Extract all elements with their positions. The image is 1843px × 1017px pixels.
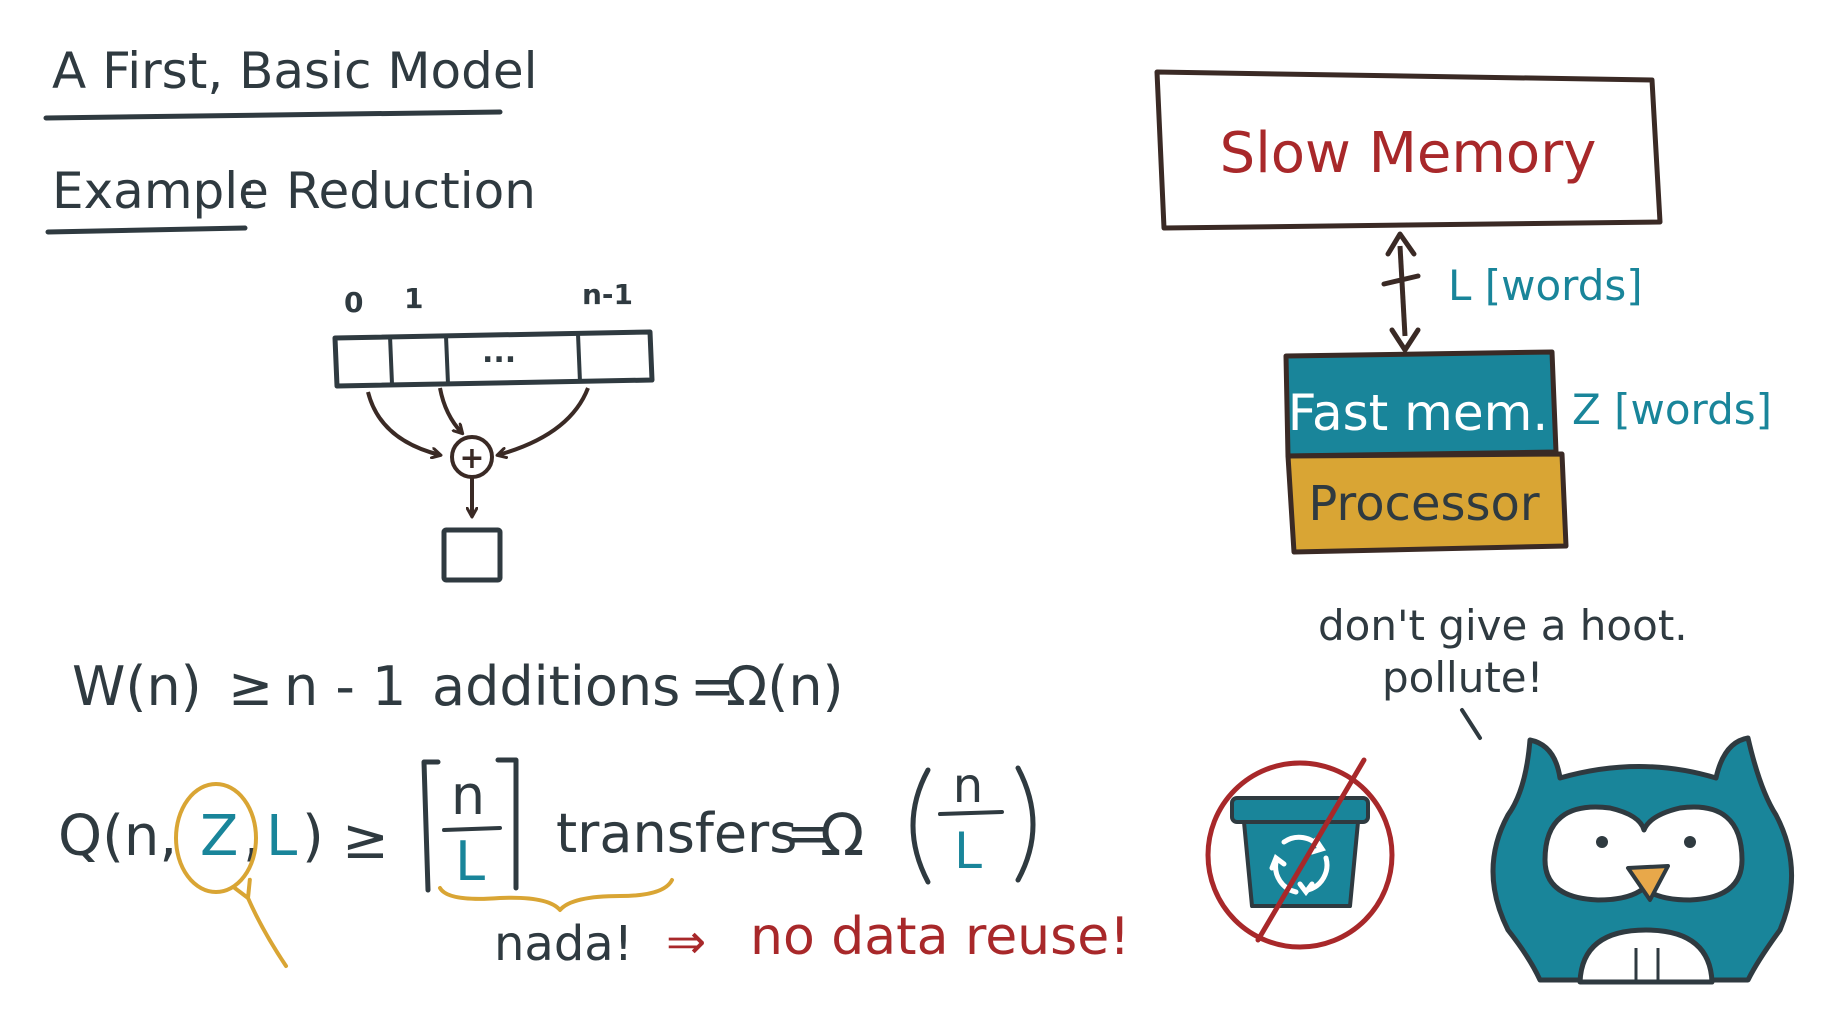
memory-link-arrow-down [1389,327,1421,353]
fast-memory-label: Fast mem. [1288,384,1548,442]
owl-beak [1626,864,1670,902]
owl-mascot [1490,735,1794,985]
slow-memory-box [1154,69,1663,231]
memory-diagram: Slow Memory L [words] Fast mem. Z [words… [1154,69,1772,555]
processor-box [1285,451,1569,555]
work-eq: = [690,655,735,718]
transfer-bound: Q(n, Z , L ) ≥ n L transfers = Ω n L [58,757,1036,968]
owl-speech-line1: don't give a hoot. [1318,601,1688,650]
processor-label: Processor [1308,476,1539,532]
speech-pointer [1460,708,1482,740]
recycle-bin-lid [1230,796,1370,824]
example-topic: Reduction [286,162,536,220]
array-cell-divider [444,335,450,385]
no-reuse-label: no data reuse! [750,907,1130,967]
q-close: ) [302,804,324,869]
owl-eye-right [1684,836,1696,848]
z-highlight-circle [174,782,258,894]
owl-belly [1577,927,1715,985]
no-reuse-note: nada! ⇒ no data reuse! [494,907,1130,972]
title-underline [43,109,503,121]
frac-bar [442,826,502,832]
q-op: ≥ [342,807,389,872]
link-width-label: L [words] [1448,261,1643,310]
plus-operator: + [459,441,484,476]
array-cell-divider [576,333,582,383]
page-title: A First, Basic Model [52,42,538,100]
work-bound: W(n) ≥ n - 1 additions = Ω(n) [72,655,844,718]
memory-link-tick [1381,273,1421,287]
array-index-1: 1 [404,282,423,315]
owl-speech-line2: pollute! [1382,653,1543,702]
frac-denominator: L [455,830,485,893]
paren-left [910,767,931,885]
ceil-bracket-left [421,759,441,893]
implies-arrow: ⇒ [666,914,706,970]
transfers-unit: transfers [556,802,797,865]
plus-operator-circle [450,435,494,479]
reduction-arrow [438,387,462,433]
fast-memory-size: Z [words] [1572,385,1772,434]
owl-eye-left [1596,836,1608,848]
q-z: Z [200,804,238,869]
omega-symbol: Ω [820,801,864,869]
frac-numerator: n [451,764,485,827]
result-denominator: L [954,822,982,880]
work-unit: additions [432,655,680,718]
owl-face [1542,804,1745,903]
z-pointer-arrow [231,877,288,968]
transfers-eq: = [786,802,831,865]
result-box [441,527,503,583]
array-cell-divider [388,335,394,385]
slow-memory-label: Slow Memory [1220,121,1597,186]
ceil-bracket-right [495,757,519,891]
nada-label: nada! [494,916,633,972]
array-box [332,329,655,389]
paren-right [1015,765,1036,883]
memory-link [1397,245,1408,337]
array-ellipsis: ... [482,335,516,370]
no-recycling-sign [1205,757,1395,950]
prohibition-circle [1205,760,1395,950]
example-colon: : [240,162,257,220]
reduction-arrow [498,387,590,455]
array-diagram: 0 1 n-1 ... + [332,278,655,583]
work-lhs: W(n) [72,655,202,718]
example-underline [45,225,248,235]
result-numerator: n [953,758,983,814]
work-op: ≥ [228,655,273,718]
array-index-last: n-1 [582,278,633,311]
result-frac-bar [938,810,1004,816]
work-expr: n - 1 [284,655,406,718]
q-l: L [266,804,297,869]
reduction-arrow [366,391,440,455]
memory-link-arrow-up [1385,231,1417,257]
array-index-0: 0 [344,286,363,319]
work-result: Ω(n) [726,655,844,718]
prohibition-slash [1255,757,1367,943]
q-open: Q(n, [58,804,177,869]
underbrace [438,878,674,912]
example-label: Example [52,162,269,220]
